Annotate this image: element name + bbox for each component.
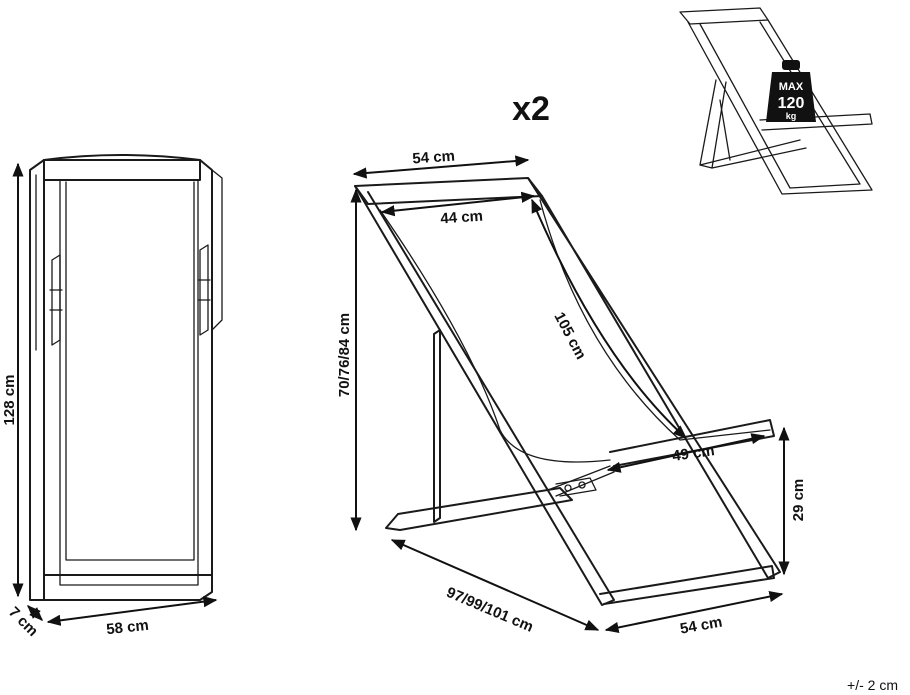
badge-kg-text: kg <box>786 111 797 121</box>
length-label: 97/99/101 cm <box>444 584 536 636</box>
fabric-length-dimension-line <box>531 198 688 439</box>
folded-chair-drawing <box>29 154 223 601</box>
front-width-label: 58 cm <box>105 617 149 638</box>
seat-height-label: 29 cm <box>790 479 807 522</box>
front-depth-label: 7 cm <box>5 604 41 640</box>
top-width-dimension-line <box>352 155 530 179</box>
chair-thumbnail: MAX 120 kg <box>679 7 873 195</box>
height-label: 70/76/84 cm <box>336 313 353 397</box>
tolerance-label: +/- 2 cm <box>847 677 898 693</box>
quantity-label: x2 <box>512 90 550 128</box>
inner-width-label: 44 cm <box>440 208 484 228</box>
base-width-label: 54 cm <box>679 614 724 638</box>
front-depth-dimension-line <box>27 605 43 621</box>
inner-width-dimension-line <box>380 191 536 217</box>
seat-width-label: 49 cm <box>671 442 715 465</box>
top-width-label: 54 cm <box>412 148 456 168</box>
front-width-dimension-line <box>46 596 218 626</box>
max-weight-badge: MAX 120 kg <box>766 60 816 122</box>
badge-max-text: MAX <box>779 81 804 93</box>
length-dimension-line <box>390 539 600 631</box>
open-chair-drawing <box>354 177 781 606</box>
fabric-length-label: 105 cm <box>551 309 590 362</box>
seat-width-dimension-line <box>606 433 766 473</box>
base-width-dimension-line <box>604 591 784 633</box>
front-height-label: 128 cm <box>1 375 18 426</box>
badge-120-text: 120 <box>778 95 805 112</box>
